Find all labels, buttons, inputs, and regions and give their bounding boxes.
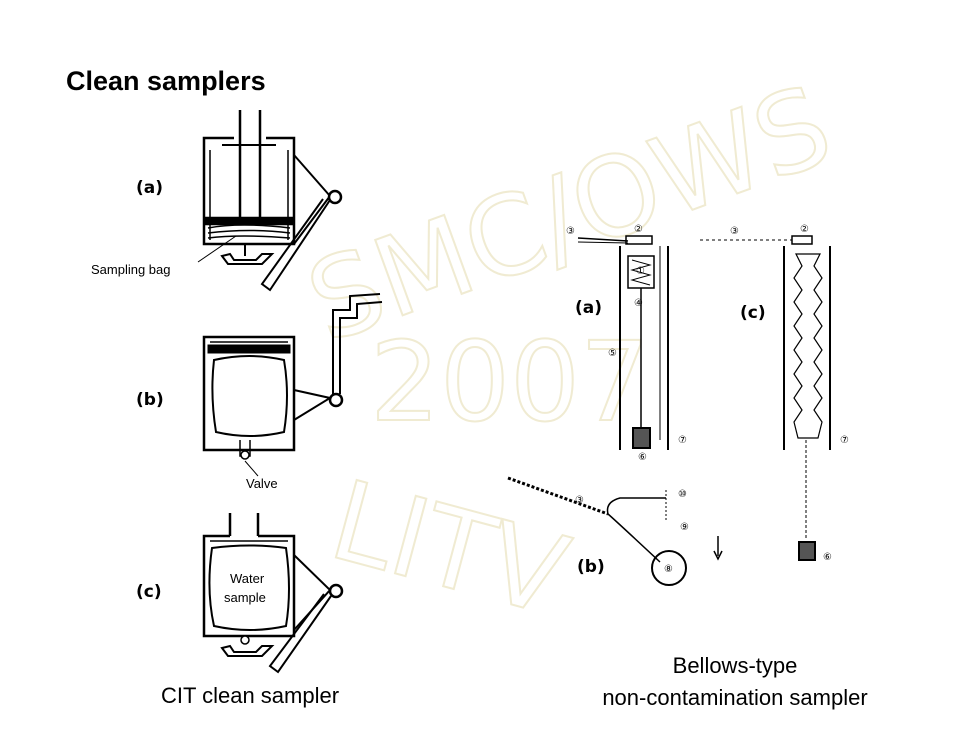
bellows-caption: Bellows-type non-contamination sampler [540, 650, 930, 714]
water-sample-line2: sample [224, 590, 266, 605]
num-5: ⑤ [608, 348, 617, 359]
bellows-label-a: (a) [575, 298, 602, 318]
water-sample-line1: Water [230, 571, 265, 586]
bellows-caption-line2: non-contamination sampler [602, 685, 868, 710]
valve-label: Valve [246, 476, 278, 491]
num-3-b: ③ [575, 495, 584, 506]
slide-title: Clean samplers [66, 66, 266, 96]
cit-label-c: (c) [136, 582, 162, 602]
sampling-bag-label: Sampling bag [91, 262, 171, 277]
cit-label-a: (a) [136, 178, 163, 198]
watermark-line2: 2007 [370, 318, 650, 446]
num-9: ⑨ [680, 522, 689, 533]
watermark: SMC/OWS 2007 LITV [291, 60, 848, 642]
num-4: ④ [634, 298, 643, 309]
num-8: ⑧ [664, 564, 673, 575]
num-7-a: ⑦ [678, 435, 687, 446]
num-6-c: ⑥ [823, 552, 832, 563]
bellows-sampler-b [507, 476, 723, 586]
num-10: ⑩ [678, 489, 687, 500]
bellows-caption-line1: Bellows-type [672, 653, 798, 678]
num-3-c: ③ [730, 226, 739, 237]
num-1: ① [636, 266, 645, 277]
cit-sampler-c [202, 513, 344, 674]
cit-label-b: (b) [136, 390, 164, 410]
num-3-a: ③ [566, 226, 575, 237]
bellows-label-b: (b) [577, 557, 605, 577]
cit-caption: CIT clean sampler [160, 683, 340, 708]
num-7-c: ⑦ [840, 435, 849, 446]
cit-sampler-a [197, 110, 343, 292]
num-6-a: ⑥ [638, 452, 647, 463]
cit-sampler-b [202, 293, 383, 477]
bellows-label-c: (c) [740, 303, 766, 323]
bellows-sampler-c [700, 235, 831, 561]
num-2-c: ② [800, 224, 809, 235]
bellows-sampler-a [577, 235, 669, 450]
num-2-a: ② [634, 224, 643, 235]
watermark-line3: LITV [319, 456, 580, 641]
